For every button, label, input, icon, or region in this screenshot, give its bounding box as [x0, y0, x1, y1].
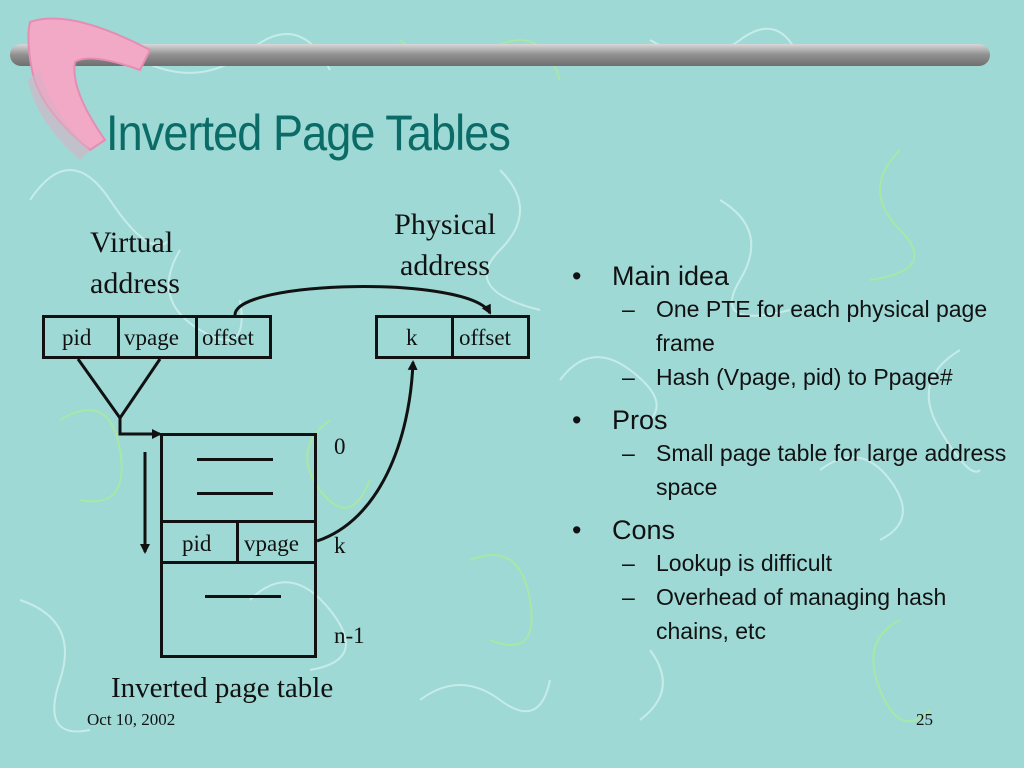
index-top: 0 [334, 434, 346, 459]
page-number: 25 [916, 710, 933, 729]
sub-bullet: –One PTE for each physical page frame [622, 296, 988, 356]
bullet-pros: Pros [572, 404, 1012, 436]
divider [451, 315, 454, 359]
virtual-field-pid: pid [62, 325, 92, 350]
physical-field-offset: offset [459, 325, 511, 350]
slide-title: Inverted Page Tables [106, 105, 511, 161]
hash-funnel [76, 358, 162, 421]
offset-arrow [233, 285, 492, 316]
inverted-page-table [160, 433, 317, 658]
table-field-vpage: vpage [244, 531, 299, 556]
virtual-address-box [42, 315, 272, 359]
physical-address-label: Physical address [394, 208, 496, 282]
hash-arrow [118, 418, 162, 439]
bullet-main-idea: Main idea [572, 260, 1012, 292]
footer-date: Oct 10, 2002 [87, 710, 176, 729]
boomerang-logo [27, 17, 152, 160]
sub-bullet: –Lookup is difficult [622, 550, 833, 576]
entry-dash [205, 595, 281, 598]
virtual-address-label: Virtual address [90, 226, 180, 300]
virtual-field-offset: offset [202, 325, 254, 350]
entry-dash [197, 492, 273, 495]
divider [195, 315, 198, 359]
divider [236, 520, 239, 564]
diagram-connectors [76, 285, 492, 554]
physical-field-k: k [406, 325, 418, 350]
sub-bullet: –Overhead of managing hash chains, etc [622, 584, 947, 644]
virtual-field-vpage: vpage [124, 325, 179, 350]
entry-dash [197, 458, 273, 461]
sub-bullet: –Hash (Vpage, pid) to Ppage# [622, 364, 953, 390]
bullet-cons: Cons [572, 514, 1012, 546]
sub-bullet: –Small page table for large address spac… [622, 440, 1007, 500]
frame-number-arrow [316, 360, 418, 543]
table-field-pid: pid [182, 531, 212, 556]
title-bar [10, 44, 990, 66]
bullet-list: Main idea –One PTE for each physical pag… [572, 250, 1012, 648]
index-bottom: n-1 [334, 623, 365, 648]
table-caption: Inverted page table [111, 672, 334, 704]
index-match: k [334, 533, 346, 558]
divider [117, 315, 120, 359]
